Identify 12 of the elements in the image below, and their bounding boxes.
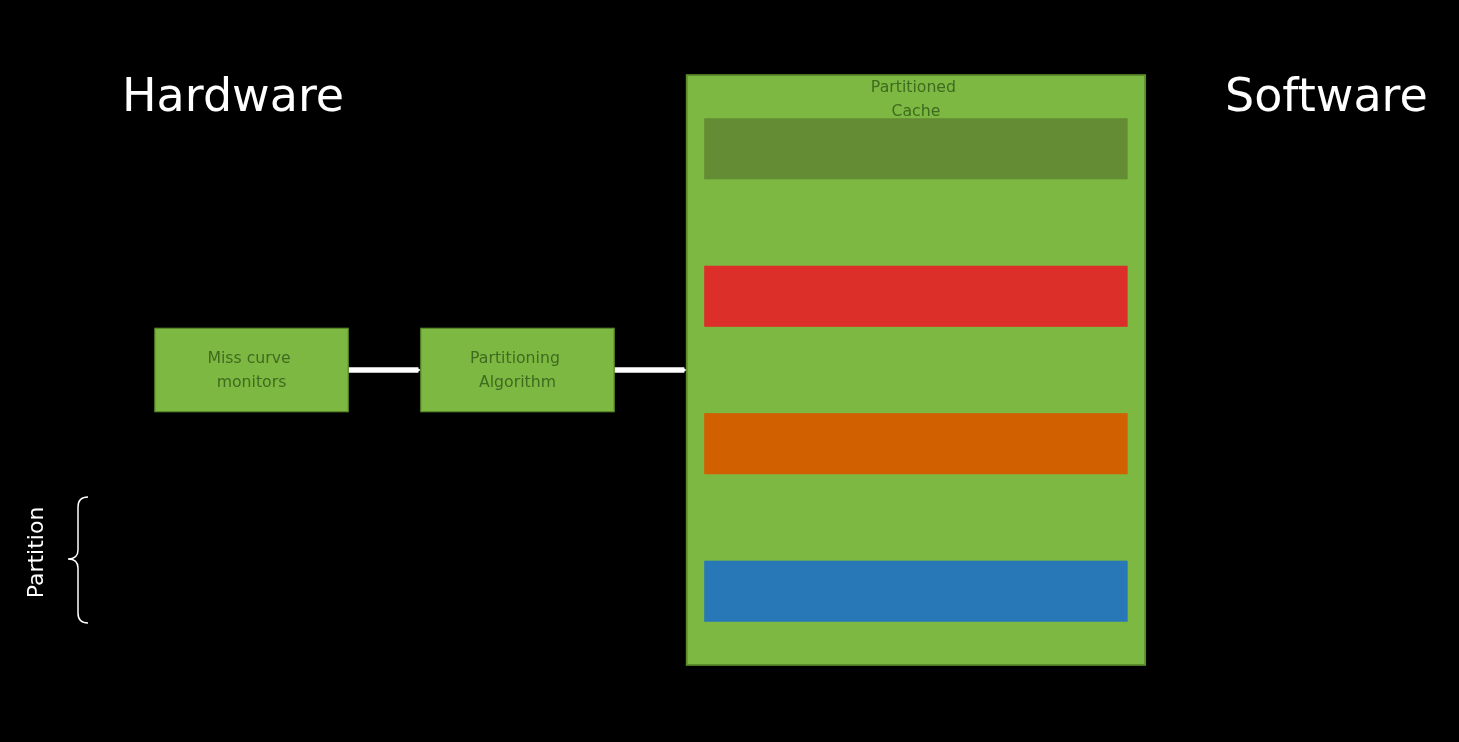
node-bar bbox=[704, 118, 1128, 180]
text-label: Hardware bbox=[122, 68, 345, 122]
node-box: Partitioning Algorithm bbox=[420, 327, 615, 413]
cluster: Partitioned Cache bbox=[685, 74, 1147, 666]
text-label: Partition bbox=[23, 506, 49, 599]
arrow bbox=[348, 367, 421, 373]
node-bar bbox=[704, 265, 1128, 327]
node-bar bbox=[704, 560, 1128, 622]
text-label: Software bbox=[1225, 68, 1428, 122]
arrow bbox=[614, 367, 687, 373]
node-box: Miss curve monitors bbox=[154, 327, 349, 413]
node-bar bbox=[704, 413, 1128, 475]
